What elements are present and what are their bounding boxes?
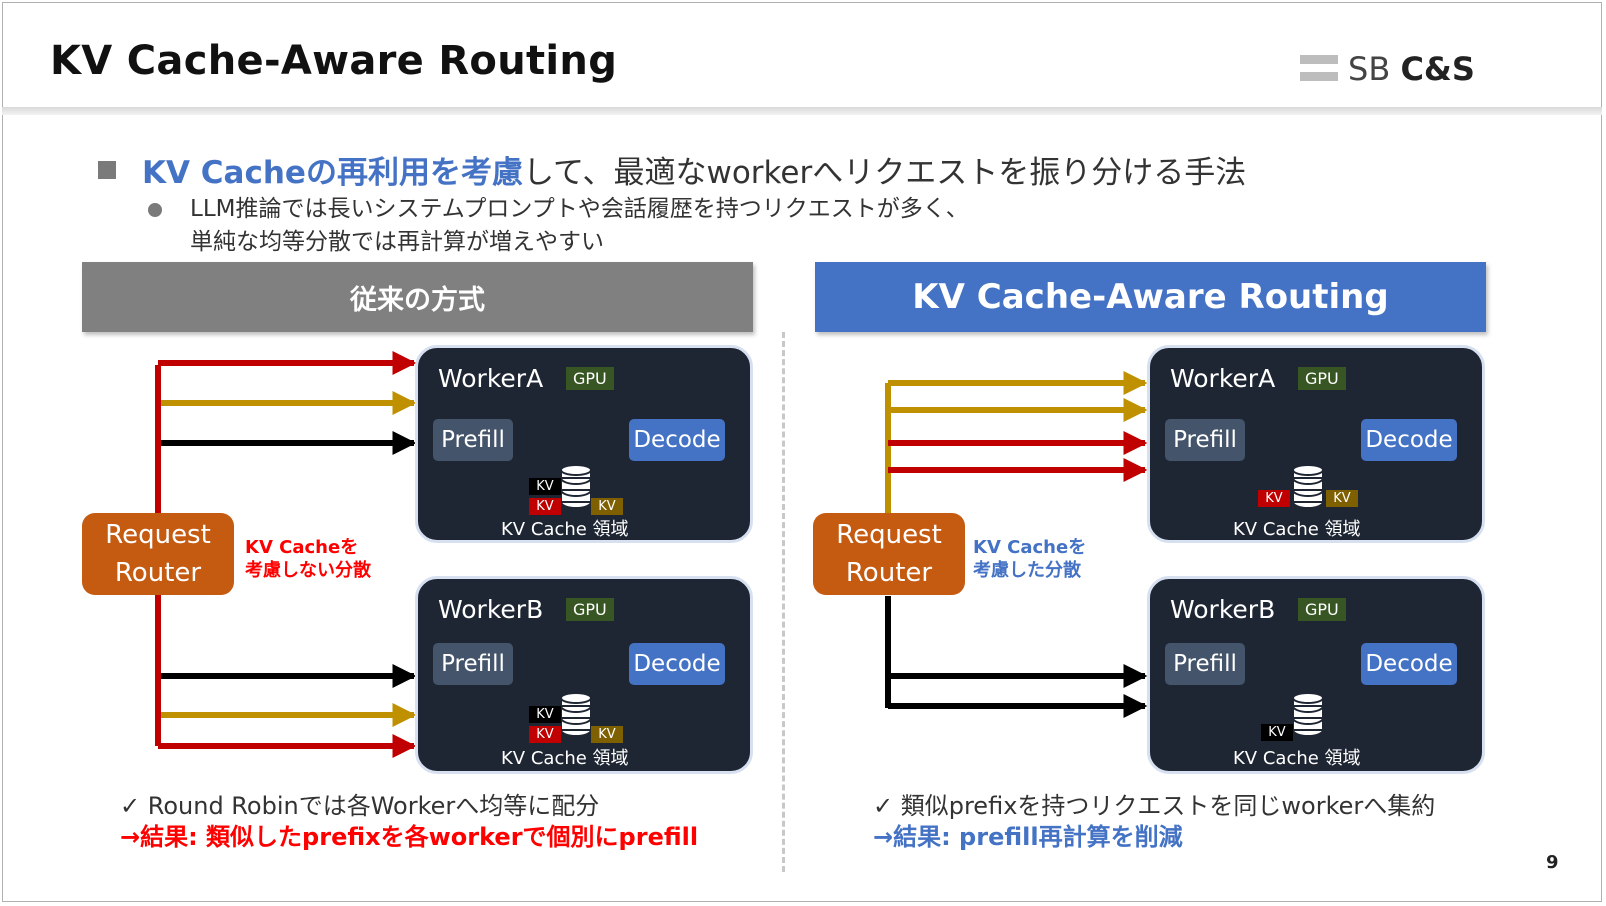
worker-title: WorkerA <box>1170 364 1276 393</box>
kv-cache-region-label: KV Cache 領域 <box>501 519 629 540</box>
left-note: KV Cacheを 考慮しない分散 <box>245 536 371 582</box>
prefill-stage: Prefill <box>433 643 513 685</box>
router-label-line-2: Router <box>114 558 202 588</box>
prefill-stage: Prefill <box>1165 643 1245 685</box>
right-result-text: →結果: prefill再計算を削減 <box>873 823 1183 851</box>
prefill-stage: Prefill <box>1165 419 1245 461</box>
logo-text: SB C&S <box>1348 50 1475 88</box>
database-icon <box>560 692 592 737</box>
slide-title: KV Cache-Aware Routing <box>50 38 618 84</box>
right-arrows <box>885 371 1148 718</box>
right-worker-b: WorkerB GPU Prefill Decode KV KV Cache 領… <box>1147 576 1485 774</box>
prefill-stage: Prefill <box>433 419 513 461</box>
panel-divider <box>782 332 785 872</box>
worker-title: WorkerA <box>438 364 544 393</box>
company-logo: SB C&S <box>1300 50 1500 90</box>
left-request-router: Request Router <box>82 513 234 595</box>
kv-tag-black: KV <box>1261 724 1293 741</box>
header-rule <box>2 107 1602 115</box>
right-note: KV Cacheを 考慮した分散 <box>973 536 1086 582</box>
logo-bar-icon <box>1300 55 1338 64</box>
kv-tag-black: KV <box>529 706 561 723</box>
main-bullet: KV Cacheの再利用を考慮して、最適なworkerへリクエストを振り分ける手… <box>98 147 1246 192</box>
worker-title: WorkerB <box>1170 595 1276 624</box>
gpu-badge: GPU <box>1298 367 1346 390</box>
kv-cache-region-label: KV Cache 領域 <box>1233 519 1361 540</box>
note-line-2: 考慮しない分散 <box>245 560 371 581</box>
decode-stage: Decode <box>629 643 725 685</box>
logo-bar-icon <box>1300 72 1338 81</box>
worker-title: WorkerB <box>438 595 544 624</box>
router-label-line-2: Router <box>845 558 933 588</box>
kv-tag-red: KV <box>1258 490 1290 507</box>
left-worker-a: WorkerA GPU Prefill Decode KV KV KV KV C… <box>415 345 753 543</box>
right-request-router: Request Router <box>813 513 965 595</box>
sub-bullet-line-2: 単純な均等分散では再計算が増えやすい <box>190 229 604 255</box>
decode-stage: Decode <box>1361 643 1457 685</box>
kv-cache-region-label: KV Cache 領域 <box>501 748 629 769</box>
note-line-2: 考慮した分散 <box>973 560 1081 581</box>
left-panel-header: 従来の方式 <box>82 262 753 332</box>
database-icon <box>560 464 592 509</box>
note-line-1: KV Cacheを <box>973 537 1087 558</box>
kv-tag-gold: KV <box>1326 490 1358 507</box>
kv-tag-gold: KV <box>591 498 623 515</box>
database-icon <box>1292 692 1324 737</box>
sub-bullet: LLM推論では長いシステムプロンプトや会話履歴を持つリクエストが多く、 単純な均… <box>148 193 969 259</box>
left-check-text: ✓ Round Robinでは各Workerへ均等に配分 <box>120 792 600 820</box>
main-bullet-highlight: KV Cacheの再利用を考慮 <box>142 155 523 191</box>
decode-stage: Decode <box>1361 419 1457 461</box>
round-bullet-icon <box>148 203 162 217</box>
kv-tag-gold: KV <box>591 726 623 743</box>
gpu-badge: GPU <box>566 598 614 621</box>
right-worker-a: WorkerA GPU Prefill Decode KV KV KV Cach… <box>1147 345 1485 543</box>
right-panel-header: KV Cache-Aware Routing <box>815 262 1486 332</box>
left-worker-b: WorkerB GPU Prefill Decode KV KV KV KV C… <box>415 576 753 774</box>
kv-tag-black: KV <box>529 478 561 495</box>
note-line-1: KV Cacheを <box>245 537 359 558</box>
left-result-text: →結果: 類似したprefixを各workerで個別にprefill <box>120 823 699 851</box>
sub-bullet-line-1: LLM推論では長いシステムプロンプトや会話履歴を持つリクエストが多く、 <box>190 196 969 222</box>
square-bullet-icon <box>98 161 116 179</box>
database-icon <box>1292 464 1324 509</box>
gpu-badge: GPU <box>1298 598 1346 621</box>
router-label-line-1: Request <box>105 520 211 550</box>
gpu-badge: GPU <box>566 367 614 390</box>
kv-tag-red: KV <box>529 498 561 515</box>
right-check-text: ✓ 類似prefixを持つリクエストを同じworkerへ集約 <box>873 792 1436 820</box>
kv-tag-red: KV <box>529 726 561 743</box>
router-label-line-1: Request <box>836 520 942 550</box>
kv-cache-region-label: KV Cache 領域 <box>1233 748 1361 769</box>
decode-stage: Decode <box>629 419 725 461</box>
main-bullet-text: して、最適なworkerへリクエストを振り分ける手法 <box>522 155 1247 191</box>
page-number: 9 <box>1546 852 1559 873</box>
